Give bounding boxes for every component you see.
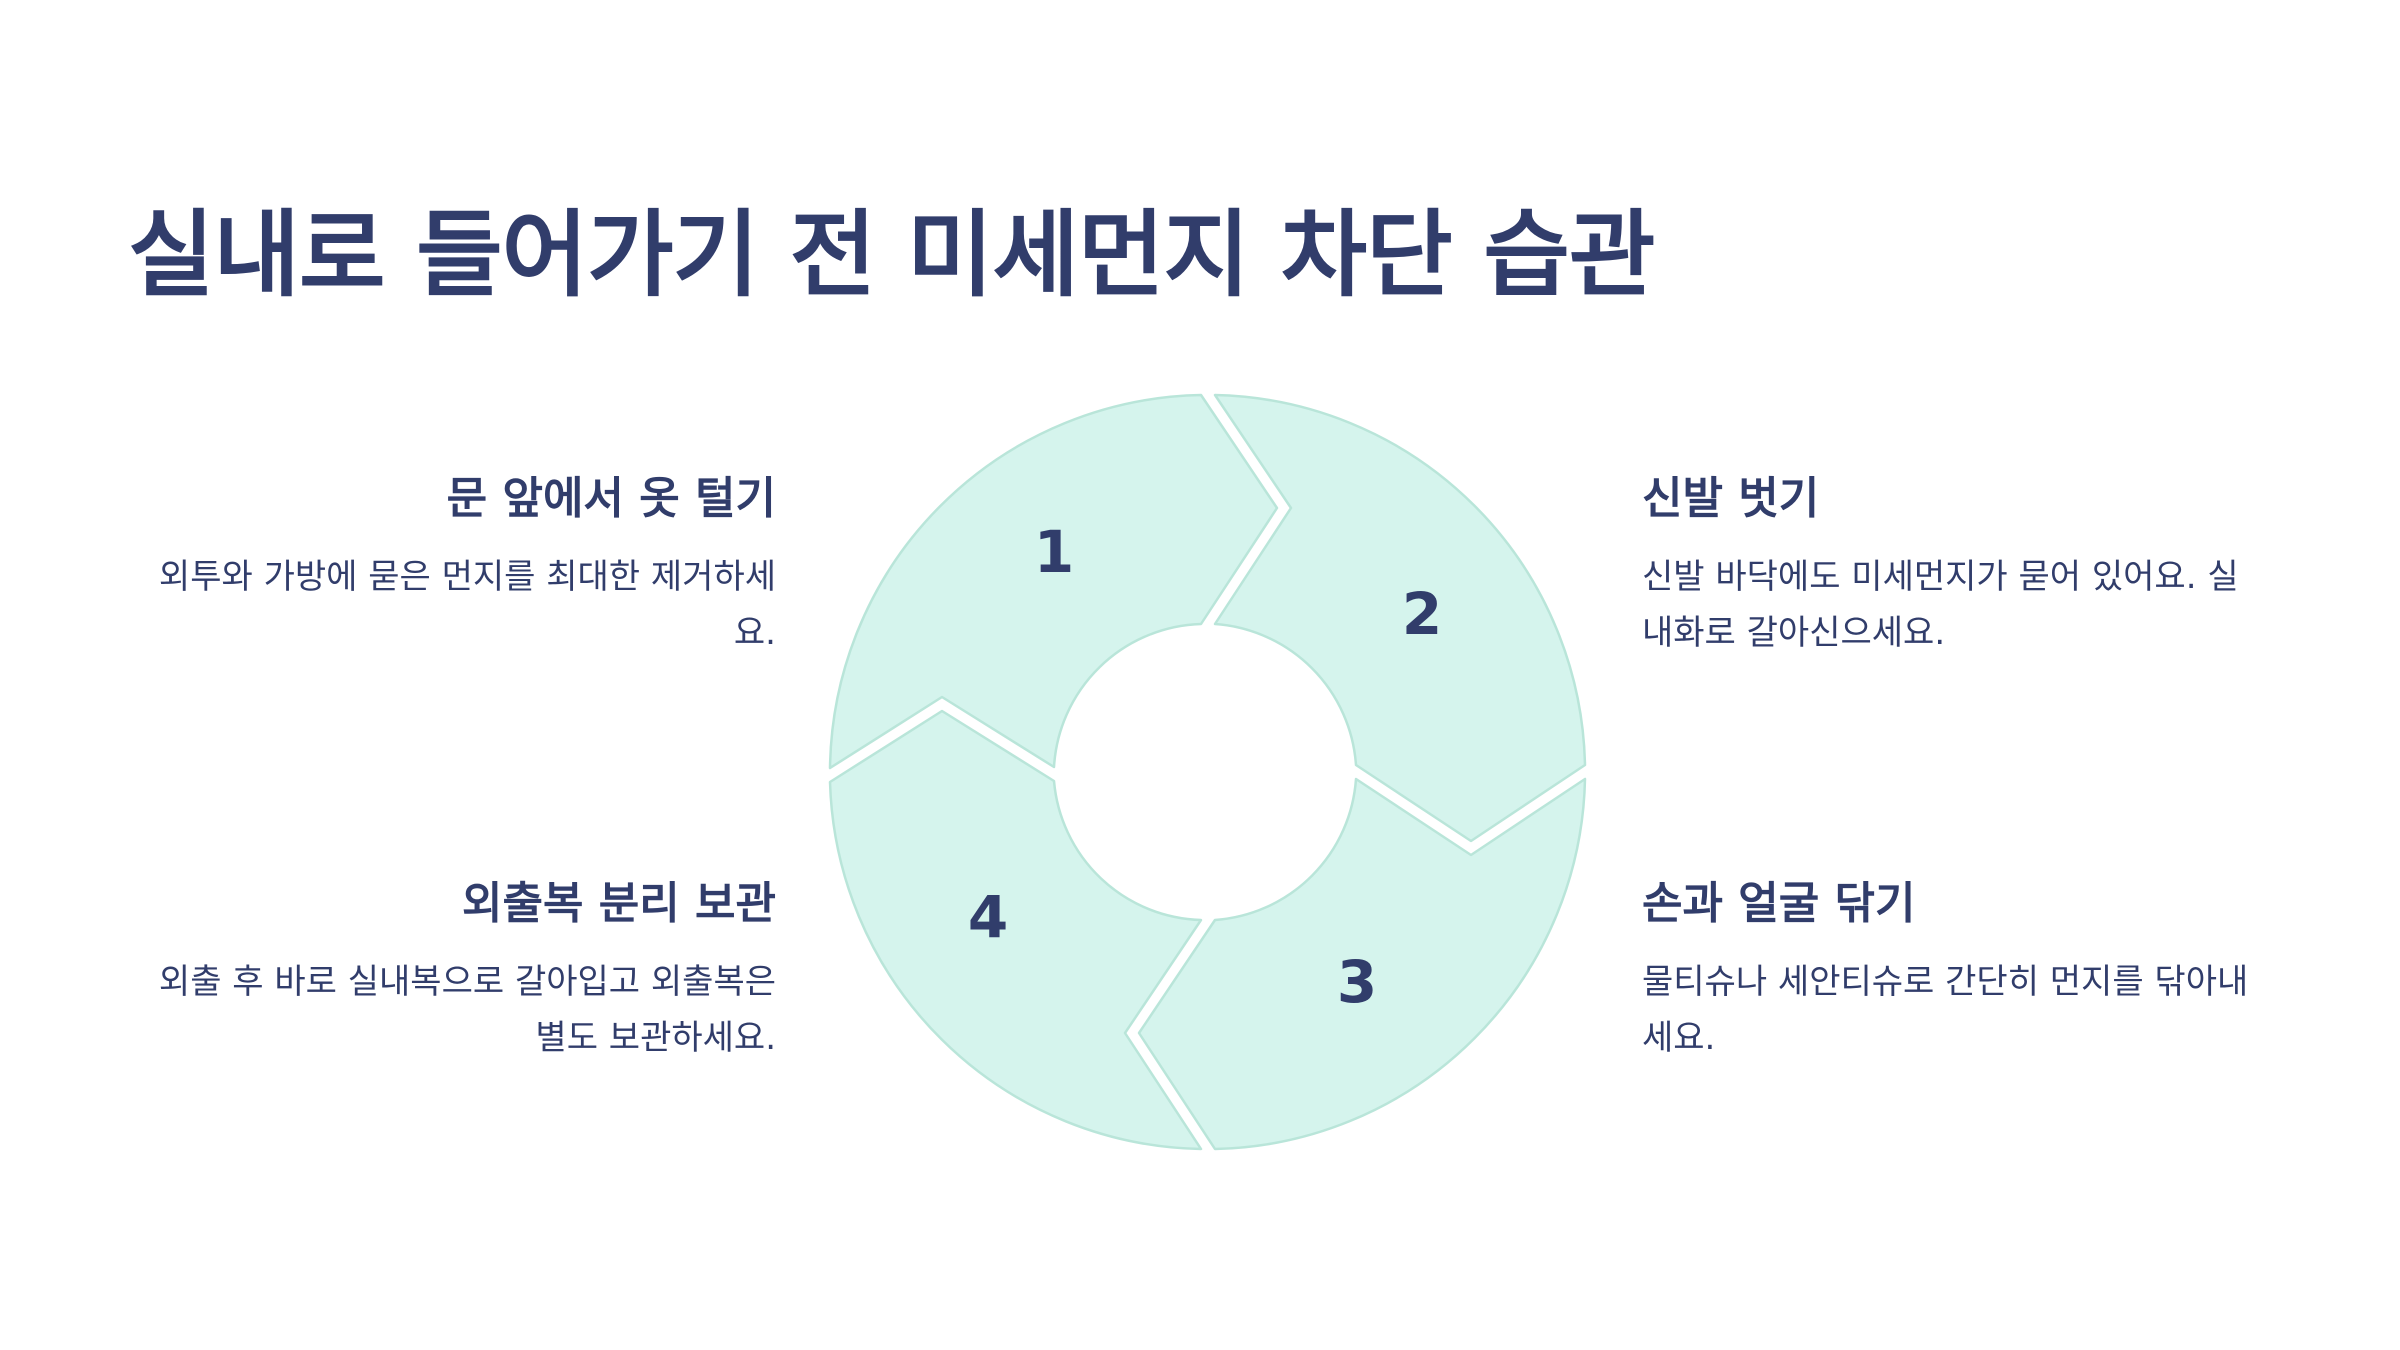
segment-2-number: 2 [1402, 580, 1442, 648]
step-1-title: 문 앞에서 옷 털기 [446, 473, 776, 524]
step-3-description-line-2: 세요. [1642, 1018, 1716, 1059]
step-4-title: 외출복 분리 보관 [462, 878, 776, 929]
segment-1-number: 1 [1034, 518, 1074, 586]
cycle-segment-2 [1213, 393, 1587, 843]
segment-4-number: 4 [968, 883, 1008, 951]
step-2-title: 신발 벗기 [1642, 473, 1820, 524]
page-title: 실내로 들어가기 전 미세먼지 차단 습관 [128, 201, 1655, 310]
step-2-description-line-1: 신발 바닥에도 미세먼지가 묻어 있어요. 실 [1642, 557, 2239, 598]
step-2-description-line-2: 내화로 갈아신으세요. [1642, 613, 1946, 654]
step-1-description-line-2: 요. [733, 613, 776, 654]
cycle-segment-4 [828, 709, 1203, 1151]
step-4-description-line-1: 외출 후 바로 실내복으로 갈아입고 외출복은 [158, 962, 776, 1003]
step-3-title: 손과 얼굴 닦기 [1642, 878, 1916, 929]
step-3-description-line-1: 물티슈나 세안티슈로 간단히 먼지를 닦아내 [1642, 962, 2249, 1003]
step-1-description-line-1: 외투와 가방에 묻은 먼지를 최대한 제거하세 [158, 557, 776, 598]
step-4-description-line-2: 별도 보관하세요. [535, 1018, 776, 1059]
cycle-segment-3 [1137, 777, 1587, 1151]
cycle-segment-1 [828, 393, 1279, 770]
segment-3-number: 3 [1337, 948, 1377, 1016]
